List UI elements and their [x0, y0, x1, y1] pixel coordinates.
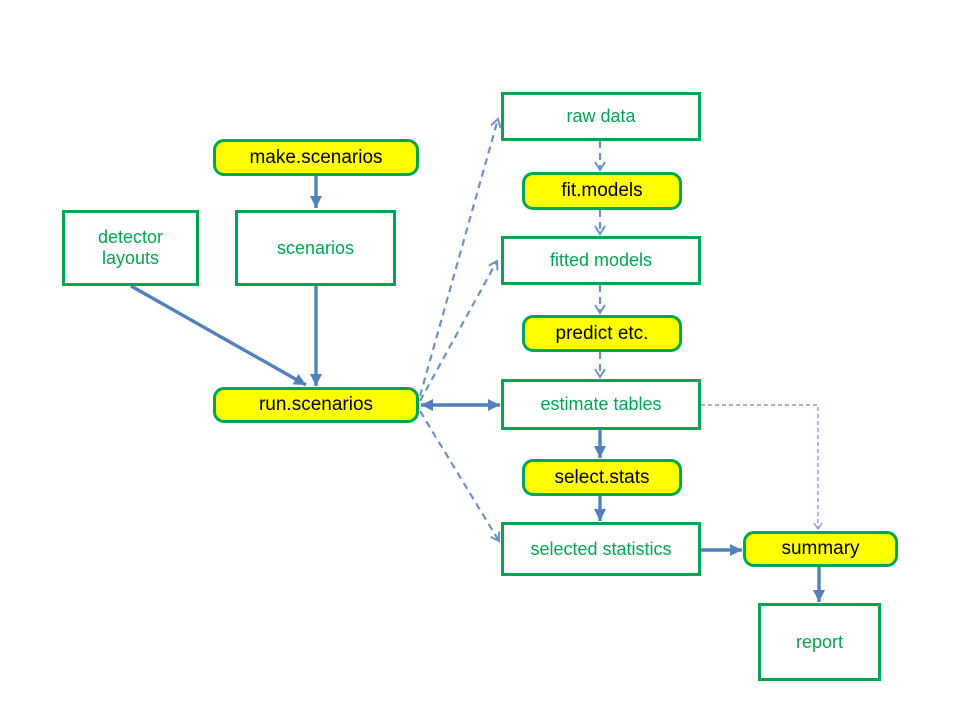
node-report: report: [758, 603, 881, 681]
node-label: select.stats: [554, 466, 650, 488]
node-run-scenarios: run.scenarios: [213, 387, 419, 423]
node-summary: summary: [743, 531, 898, 567]
node-predict-etc: predict etc.: [522, 315, 682, 352]
edge-estimate-tables-to-summary: [701, 404, 823, 531]
node-label: estimate tables: [540, 394, 662, 415]
edge-run-scenarios-to-raw-data: [418, 117, 502, 397]
node-label: detector layouts: [97, 227, 164, 268]
node-label: scenarios: [276, 237, 355, 258]
node-fitted-models: fitted models: [501, 236, 701, 285]
node-detector-layouts: detector layouts: [62, 210, 199, 286]
node-label: make.scenarios: [249, 146, 383, 168]
node-selected-statistics: selected statistics: [501, 522, 701, 576]
edge-run-scenarios-to-selected-statistics: [419, 410, 501, 543]
node-make-scenarios: make.scenarios: [213, 139, 419, 176]
node-select-stats: select.stats: [522, 459, 682, 496]
node-estimate-tables: estimate tables: [501, 379, 701, 430]
edge-run-scenarios-to-fitted-models: [419, 259, 499, 402]
node-scenarios: scenarios: [235, 210, 396, 286]
node-label: summary: [781, 538, 860, 560]
node-label: predict etc.: [555, 322, 649, 344]
node-fit-models: fit.models: [522, 172, 682, 210]
node-label: fitted models: [549, 250, 653, 271]
node-label: raw data: [566, 106, 636, 127]
node-raw-data: raw data: [501, 92, 701, 141]
node-label: fit.models: [561, 180, 643, 202]
node-label: run.scenarios: [258, 394, 374, 416]
node-label: report: [795, 631, 844, 652]
edge-detector-layouts-to-run-scenarios: [130, 284, 307, 387]
node-label: selected statistics: [530, 538, 672, 559]
